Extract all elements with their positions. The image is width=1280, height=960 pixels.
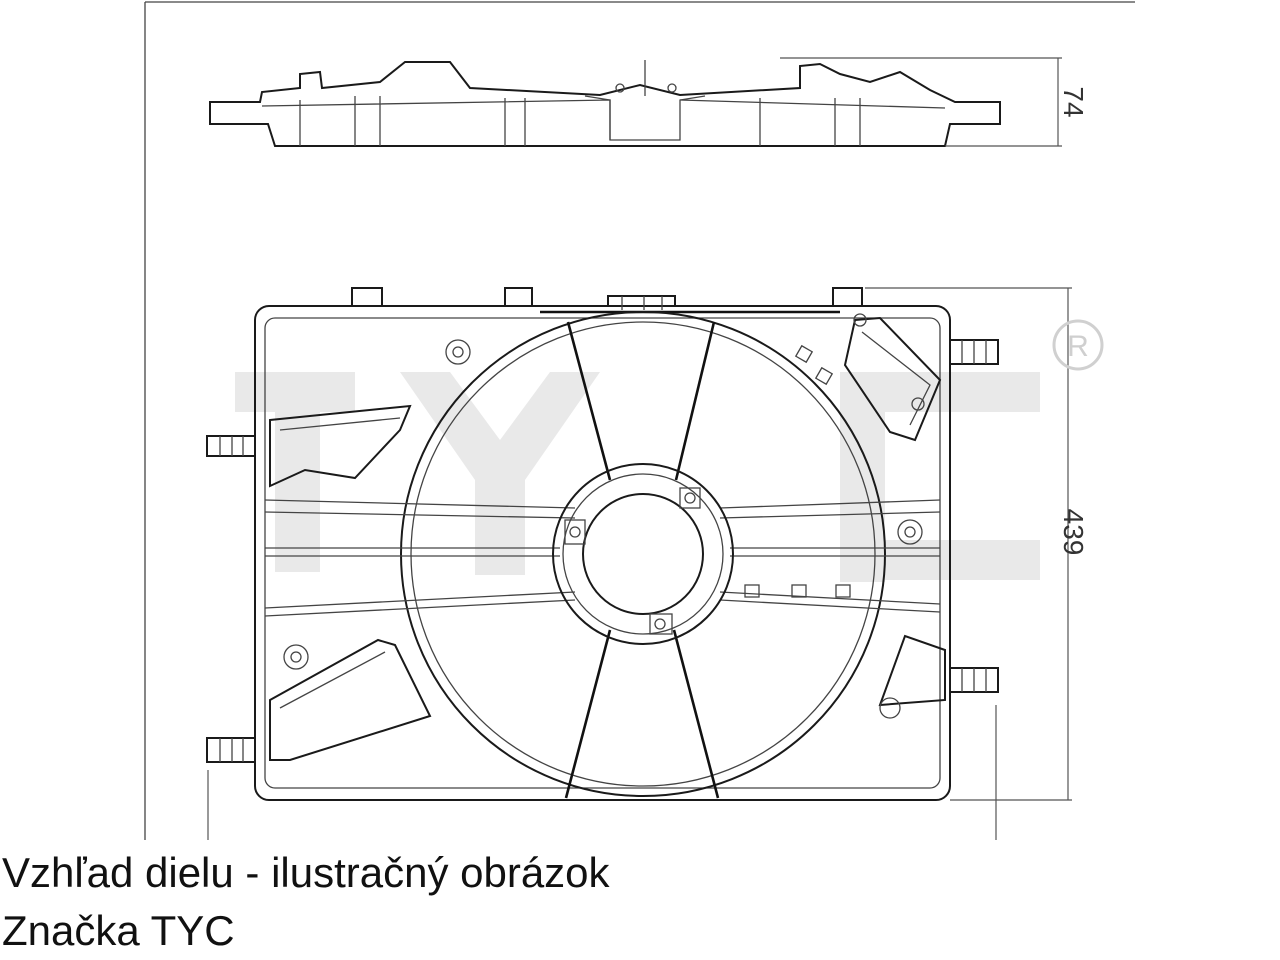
registered-mark: R	[1052, 319, 1104, 371]
frame-lines	[144, 1, 1135, 840]
dimension-439: 439	[207, 287, 1089, 840]
bracket-right-bottom	[949, 667, 999, 693]
bolt-mid-right	[897, 519, 923, 545]
bracket-right-top	[949, 339, 999, 365]
dimension-74: 74	[780, 57, 1089, 147]
technical-drawing: 74	[144, 1, 1135, 840]
front-view	[206, 287, 999, 801]
bracket-left-bottom	[206, 737, 256, 763]
caption-illustration-note: Vzhľad dielu - ilustračný obrázok	[2, 849, 610, 896]
registered-mark-letter: R	[1067, 330, 1089, 363]
dimension-74-label: 74	[1058, 86, 1089, 117]
bolt-top-left	[445, 339, 471, 365]
caption-brand: Značka TYC	[2, 907, 235, 954]
dimension-439-label: 439	[1058, 509, 1089, 556]
bracket-left-top	[206, 435, 256, 457]
top-view	[209, 60, 1001, 147]
bolt-bottom-left	[283, 644, 309, 670]
